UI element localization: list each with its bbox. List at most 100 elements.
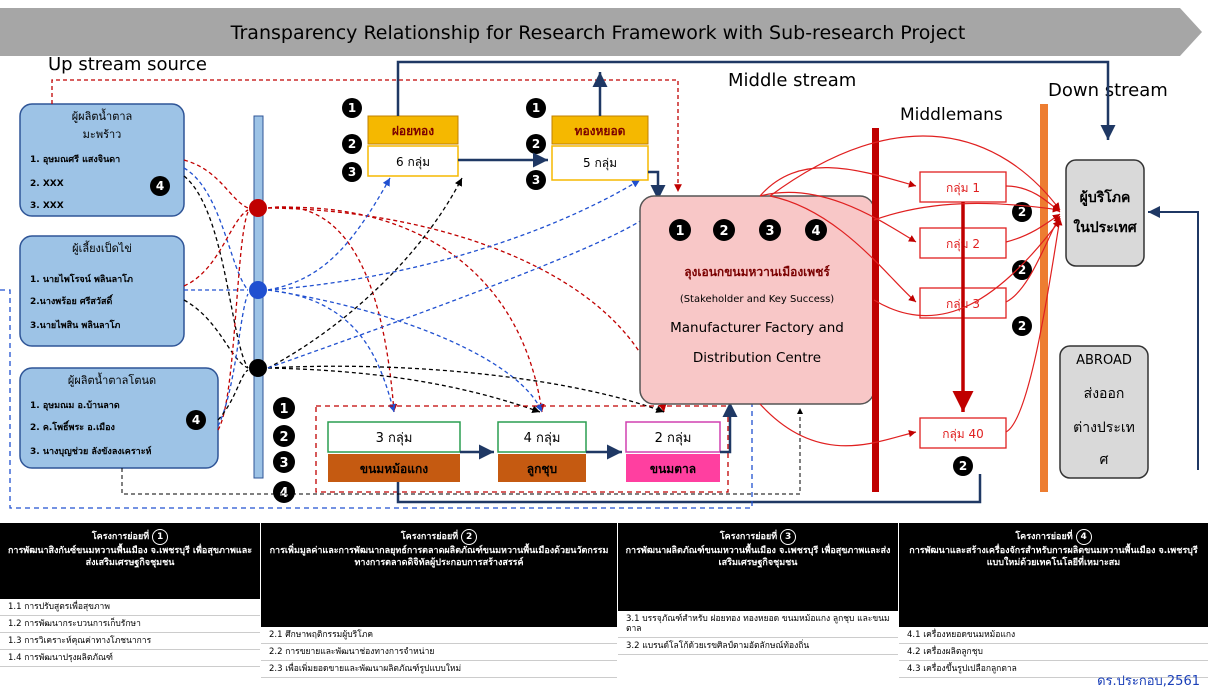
project-item: 2.1 ศึกษาพฤติกรรมผู้บริโภค [261, 627, 617, 644]
project-items: 3.1 บรรจุภัณฑ์สำหรับ ฝอยทอง ทองหยอด ขนมห… [618, 611, 898, 699]
supplier-title: ผู้ผลิตน้ำตาล [72, 108, 133, 123]
project-title: การพัฒนาสิงกันซ์ขนมหวานพื้นเมือง จ.เพชรบ… [7, 546, 253, 568]
marker-number: 3 [279, 456, 288, 471]
marker-number: 3 [348, 165, 356, 179]
marker-number: 2 [1018, 263, 1026, 277]
author-credit: ดร.ประกอบ,2561 [1097, 674, 1200, 689]
collector-node-blue [249, 281, 267, 299]
product-groups: 6 กลุ่ม [396, 155, 430, 170]
project-item: 1.3 การวิเคราะห์คุณค่าทางโภชนาการ [0, 633, 260, 650]
project-number: 1 [152, 529, 169, 545]
abroad-line2: ส่งออก [1084, 386, 1125, 402]
downstream-bar [1040, 104, 1048, 492]
collector-node-black [249, 359, 267, 377]
project-title: การพัฒนาและสร้างเครื่องจักรสำหรับการผลิต… [909, 546, 1198, 568]
bottom-products-frame [315, 405, 729, 493]
project-item: 4.1 เครื่องหยอดขนมหม้อแกง [899, 627, 1208, 644]
flow-arrows-bottom [396, 402, 982, 504]
project-item: 2.3 เพื่อเพิ่มยอดขายและพัฒนาผลิตภัณฑ์รูป… [261, 661, 617, 678]
project-item: 4.2 เครื่องผลิตลูกชุบ [899, 644, 1208, 661]
marker-number: 1 [675, 224, 684, 239]
project-number: 2 [461, 529, 478, 545]
project-items: 1.1 การปรับสูตรเพื่อสุขภาพ 1.2 การพัฒนาก… [0, 599, 260, 699]
product-name: ฝอยทอง [392, 124, 434, 138]
supplier-duck-egg: ผู้เลี้ยงเป็ดไข่ 1. นายไพโรจน์ พลินลาโภ … [19, 235, 185, 347]
collector-node-red [249, 199, 267, 217]
product-mor-kaeng: 3 กลุ่ม ขนมหม้อแกง [327, 421, 461, 482]
product-name: ทองหยอด [575, 124, 626, 138]
consumer-line2: ในประเทศ [1073, 218, 1137, 236]
product-groups: 4 กลุ่ม [524, 431, 561, 446]
project-head-label: โครงการย่อยที่ [719, 532, 778, 542]
marker-number: 4 [811, 224, 820, 239]
product-name: ขนมหม้อแกง [360, 462, 428, 476]
middlemans-label: Middlemans [900, 105, 1003, 125]
marker-number: 4 [279, 486, 288, 501]
upstream-label: Up stream source [48, 54, 207, 75]
title-arrow: Transparency Relationship for Research F… [0, 8, 1202, 56]
product-groups: 2 กลุ่ม [655, 431, 692, 446]
supplier-title: ผู้เลี้ยงเป็ดไข่ [72, 240, 132, 255]
marker-number: 2 [348, 137, 356, 151]
project-head-label: โครงการย่อยที่ [91, 532, 150, 542]
supplier-item: 2. XXX [30, 179, 64, 189]
marker-number: 1 [532, 101, 540, 115]
center-line2: Distribution Centre [693, 350, 821, 366]
consumer-line1: ผู้บริโภค [1080, 188, 1131, 206]
consumer-feed-arrow [1148, 206, 1199, 470]
marker-number: 2 [959, 459, 967, 473]
center-thai-name: ลุงเอนกขนมหวานเมืองเพชร์ [684, 265, 830, 280]
abroad-export-box: ABROAD ส่งออก ต่างประเท ศ [1059, 345, 1149, 479]
center-line1: Manufacturer Factory and [670, 320, 844, 336]
supplier-item: 1. นายไพโรจน์ พลินลาโภ [30, 273, 133, 285]
badge-number: 4 [192, 413, 200, 427]
project-number: 4 [1075, 529, 1092, 545]
project-item: 1.4 การพัฒนาปรุงผลิตภัณฑ์ [0, 650, 260, 667]
middleman-groups: กลุ่ม 1 กลุ่ม 2 กลุ่ม 3 กลุ่ม 40 2 2 2 2 [919, 171, 1032, 476]
middle-stream-label: Middle stream [728, 70, 856, 91]
project-item: 1.1 การปรับสูตรเพื่อสุขภาพ [0, 599, 260, 616]
product-groups: 5 กลุ่ม [583, 156, 617, 171]
supplier-item: 1. อุษมณศรี แสงจินดา [30, 154, 120, 165]
supplier-item: 2.นางพร้อย ศรีสวัสดิ์ [30, 294, 114, 307]
supplier-title: ผู้ผลิตน้ำตาลโตนด [68, 372, 156, 387]
marker-number: 1 [279, 402, 288, 417]
marker-number: 2 [532, 137, 540, 151]
marker-number: 2 [719, 224, 728, 239]
supplier-item: 1. อุษมณม อ.บ้านลาด [30, 400, 120, 411]
middleman-label: กลุ่ม 1 [946, 181, 980, 196]
flow-arrows-top [396, 60, 1116, 200]
supplier-palm-sugar: ผู้ผลิตน้ำตาลโตนด 1. อุษมณม อ.บ้านลาด 2.… [19, 367, 219, 469]
product-name: ลูกชุบ [527, 462, 557, 477]
project-number: 3 [780, 529, 797, 545]
project-items: 2.1 ศึกษาพฤติกรรมผู้บริโภค 2.2 การขยายแล… [261, 627, 617, 699]
bottom-markers: 1 2 3 4 [273, 397, 295, 503]
project-head-label: โครงการย่อยที่ [1015, 532, 1073, 542]
project-head-label: โครงการย่อยที่ [400, 532, 459, 542]
project-item: 1.2 การพัฒนากระบวนการเก็บรักษา [0, 616, 260, 633]
badge-number: 4 [156, 179, 164, 193]
badge-marker [150, 176, 170, 196]
manufacturer-center: 1 2 3 4 ลุงเอนกขนมหวานเมืองเพชร์ (Stakeh… [639, 195, 875, 405]
project-item: 2.2 การขยายและพัฒนาช่องทางการจำหน่าย [261, 644, 617, 661]
project-item: 3.1 บรรจุภัณฑ์สำหรับ ฝอยทอง ทองหยอด ขนมห… [618, 611, 898, 638]
feedback-line-red [51, 79, 682, 192]
supplier-item: 2. ค.โพธิ์พระ อ.เมือง [30, 420, 115, 433]
project-item: 4.3 เครื่องขึ้นรูปเปลือกลูกตาล [899, 661, 1208, 678]
project-title: การพัฒนาผลิตภัณฑ์ขนมหวานพื้นเมือง จ.เพชร… [625, 546, 891, 568]
project-items: 4.1 เครื่องหยอดขนมหม้อแกง 4.2 เครื่องผลิ… [899, 627, 1208, 699]
marker-number: 2 [279, 430, 288, 445]
abroad-line4: ศ [1100, 452, 1109, 468]
product-name: ขนมตาล [650, 462, 696, 476]
abroad-line3: ต่างประเท [1073, 420, 1135, 436]
feedback-line-blue [0, 289, 753, 509]
diagram-title: Transparency Relationship for Research F… [230, 22, 966, 44]
